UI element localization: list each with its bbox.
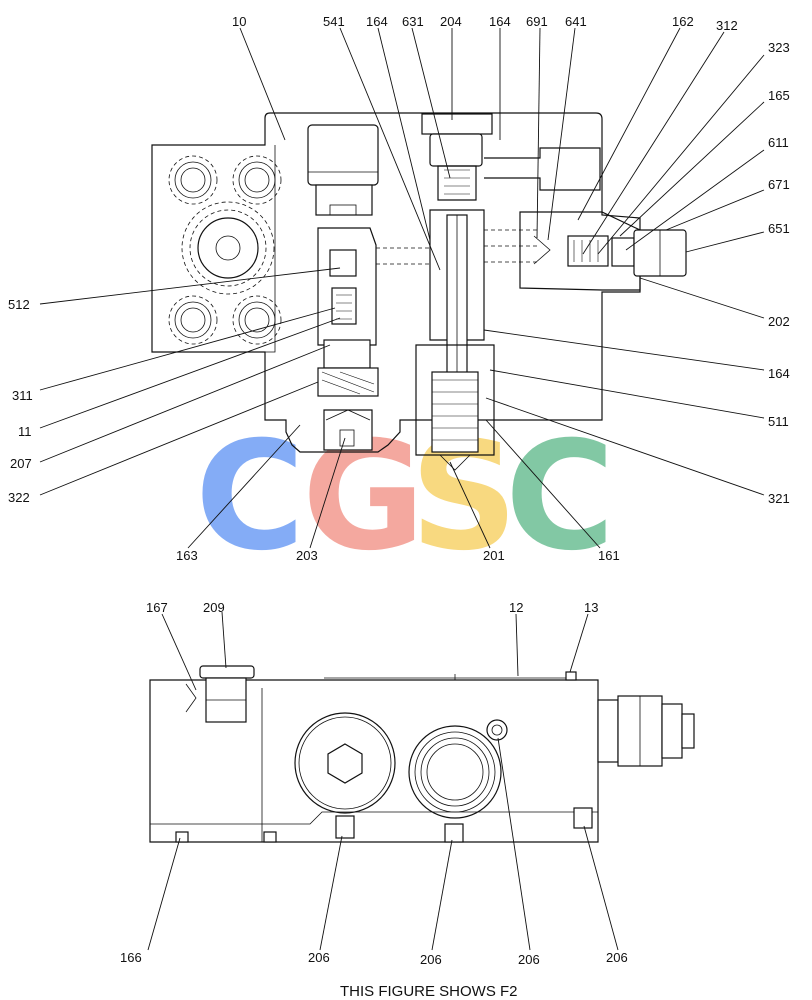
part-label: 323 xyxy=(768,40,790,55)
mounting-bolts xyxy=(168,155,282,345)
flange-plate xyxy=(151,145,276,353)
watermark-letter-c1: C xyxy=(195,410,305,584)
bottom-view-labels: 167 209 12 13 166 206 206 206 206 xyxy=(120,600,628,967)
part-label: 512 xyxy=(8,297,30,312)
bottom-side-view xyxy=(149,665,695,843)
part-label: 312 xyxy=(716,18,738,33)
top-section-view xyxy=(151,112,687,471)
part-label: 321 xyxy=(768,491,790,506)
bottom-leader-lines xyxy=(147,611,619,951)
part-label: 322 xyxy=(8,490,30,505)
part-label: 10 xyxy=(232,14,246,29)
center-port xyxy=(181,201,275,295)
part-label: 11 xyxy=(18,424,32,439)
right-spool-assembly xyxy=(415,113,601,471)
part-label: 209 xyxy=(203,600,225,615)
part-label: 311 xyxy=(12,388,33,403)
part-label: 166 xyxy=(120,950,142,965)
part-label: 641 xyxy=(565,14,587,29)
part-label: 164 xyxy=(768,366,790,381)
part-label: 611 xyxy=(768,135,789,150)
side-body-outline xyxy=(149,679,599,843)
part-label: 162 xyxy=(672,14,694,29)
part-label: 164 xyxy=(366,14,388,29)
part-label: 165 xyxy=(768,88,790,103)
top-view-labels: 10 541 164 631 204 164 691 641 162 312 3… xyxy=(8,14,790,563)
top-leader-lines xyxy=(39,27,765,549)
part-label: 161 xyxy=(598,548,620,563)
part-label: 691 xyxy=(526,14,548,29)
part-label: 201 xyxy=(483,548,505,563)
part-label: 511 xyxy=(768,414,789,429)
part-label: 13 xyxy=(584,600,598,615)
relief-valve xyxy=(519,211,687,291)
left-spool-assembly xyxy=(307,124,430,451)
part-label: 206 xyxy=(308,950,330,965)
part-label: 206 xyxy=(606,950,628,965)
part-label: 206 xyxy=(420,952,442,967)
valve-body-outline xyxy=(151,112,641,453)
part-label: 206 xyxy=(518,952,540,967)
part-label: 651 xyxy=(768,221,790,236)
part-label: 163 xyxy=(176,548,198,563)
part-label: 164 xyxy=(489,14,511,29)
figure-caption: THIS FIGURE SHOWS F2 xyxy=(340,983,518,1000)
part-label: 12 xyxy=(509,600,523,615)
part-label: 541 xyxy=(323,14,345,29)
part-label: 203 xyxy=(296,548,318,563)
part-label: 207 xyxy=(10,456,32,471)
part-label: 671 xyxy=(768,177,790,192)
watermark-letter-c2: C xyxy=(505,410,615,584)
watermark-logo: C G S C xyxy=(195,410,615,584)
part-label: 202 xyxy=(768,314,790,329)
part-label: 167 xyxy=(146,600,168,615)
part-label: 204 xyxy=(440,14,462,29)
part-label: 631 xyxy=(402,14,424,29)
